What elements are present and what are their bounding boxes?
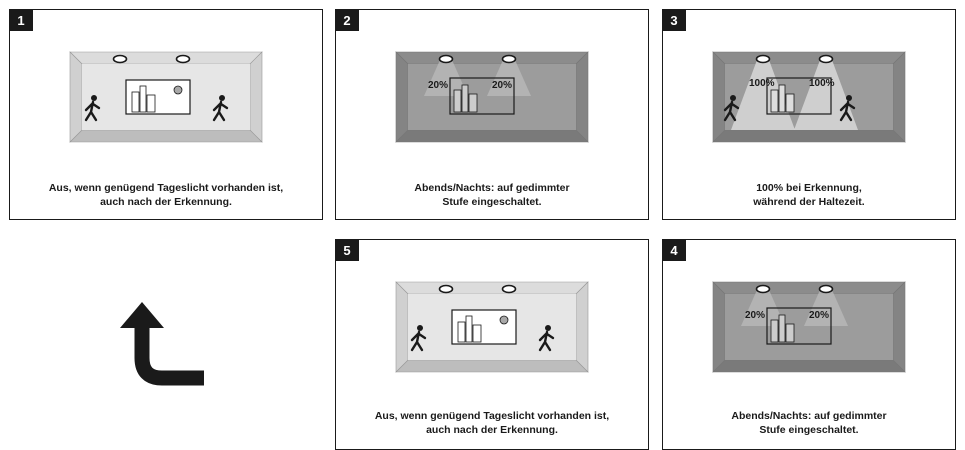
person-right-icon: [538, 325, 555, 352]
person-right-icon: [839, 95, 856, 122]
return-arrow-icon: [120, 302, 204, 386]
panel-caption: Abends/Nachts: auf gedimmter Stufe einge…: [731, 410, 887, 436]
light-level-label: 20%: [809, 310, 829, 321]
panel-5: 5 Aus, wenn genügend Tageslicht vorhande…: [335, 239, 649, 450]
panel-caption: 100% bei Erkennung, während der Haltezei…: [753, 182, 865, 208]
person-left-icon: [84, 95, 101, 122]
step-badge: 5: [335, 239, 359, 261]
step-badge: 3: [662, 9, 686, 31]
step-badge: 4: [662, 239, 686, 261]
corridor-scene-dimmed: 20% 20%: [712, 281, 906, 373]
corridor-scene-full: 100% 100%: [712, 51, 906, 143]
corridor-scene-day: [69, 51, 263, 143]
corridor-scene-dimmed: 20% 20%: [395, 51, 589, 143]
panel-caption: Aus, wenn genügend Tageslicht vorhanden …: [48, 182, 284, 208]
light-level-label: 20%: [428, 80, 448, 91]
light-level-label: 100%: [749, 78, 775, 89]
person-left-icon: [723, 95, 740, 122]
panel-3: 3 100% 100% 100% bei Erkennung, während …: [662, 9, 956, 220]
panel-1: 1 Aus, wenn genügend Tageslicht vorhande…: [9, 9, 323, 220]
light-level-label: 20%: [745, 310, 765, 321]
panel-caption: Abends/Nachts: auf gedimmter Stufe einge…: [414, 182, 570, 208]
step-badge: 1: [9, 9, 33, 31]
person-right-icon: [212, 95, 229, 122]
light-level-label: 100%: [809, 78, 835, 89]
person-left-icon: [410, 325, 427, 352]
light-level-label: 20%: [492, 80, 512, 91]
step-badge: 2: [335, 9, 359, 31]
corridor-scene-day: [395, 281, 589, 373]
panel-caption: Aus, wenn genügend Tageslicht vorhanden …: [374, 410, 610, 436]
panel-4: 4 20% 20% Abends/Nachts: auf gedimmter S…: [662, 239, 956, 450]
panel-2: 2 20% 20% Abends/Nachts: auf gedimmter S…: [335, 9, 649, 220]
